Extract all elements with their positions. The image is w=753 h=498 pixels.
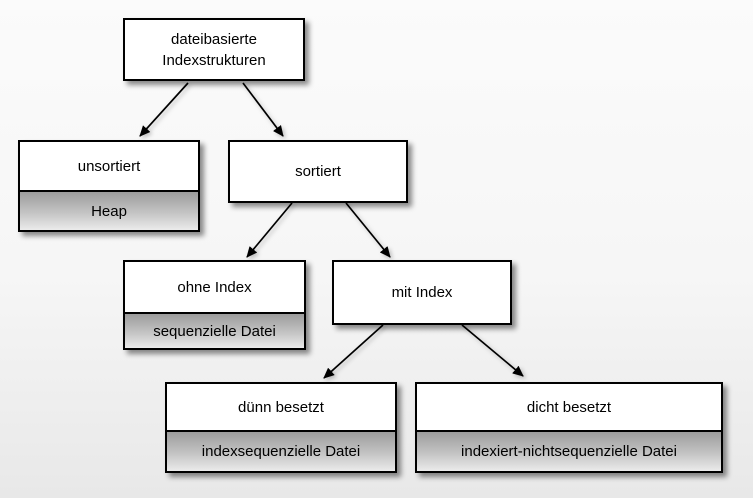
node-duenn-besetzt-label: dünn besetzt (238, 398, 324, 416)
node-dicht-besetzt: dicht besetzt indexiert-nichtsequenziell… (415, 382, 723, 473)
edge-root-sortiert (242, 82, 284, 137)
node-duenn-besetzt: dünn besetzt indexsequenzielle Datei (165, 382, 397, 473)
node-unsortiert: unsortiert Heap (18, 140, 200, 232)
node-unsortiert-label: unsortiert (77, 157, 141, 175)
node-dicht-besetzt-label: dicht besetzt (526, 398, 612, 416)
node-mit-index-label: mit Index (391, 284, 453, 301)
edge-mit-index-duenn-besetzt (323, 324, 384, 379)
node-unsortiert-sublabel: Heap (20, 190, 198, 230)
edge-sortiert-mit-index (345, 202, 391, 258)
node-duenn-besetzt-sublabel: indexsequenzielle Datei (167, 430, 395, 471)
node-sortiert: sortiert (228, 140, 408, 203)
node-ohne-index: ohne Index sequenzielle Datei (123, 260, 306, 350)
node-ohne-index-sublabel: sequenzielle Datei (125, 312, 304, 348)
edge-root-unsortiert (139, 82, 189, 137)
node-mit-index: mit Index (332, 260, 512, 325)
node-root-label: dateibasierte Indexstrukturen (162, 30, 266, 69)
node-ohne-index-label: ohne Index (177, 278, 252, 296)
edge-sortiert-ohne-index (246, 202, 293, 258)
node-sortiert-label: sortiert (295, 163, 341, 180)
node-root: dateibasierte Indexstrukturen (123, 18, 305, 81)
edge-mit-index-dicht-besetzt (461, 324, 524, 377)
node-dicht-besetzt-sublabel: indexiert-nichtsequenzielle Datei (417, 430, 721, 471)
